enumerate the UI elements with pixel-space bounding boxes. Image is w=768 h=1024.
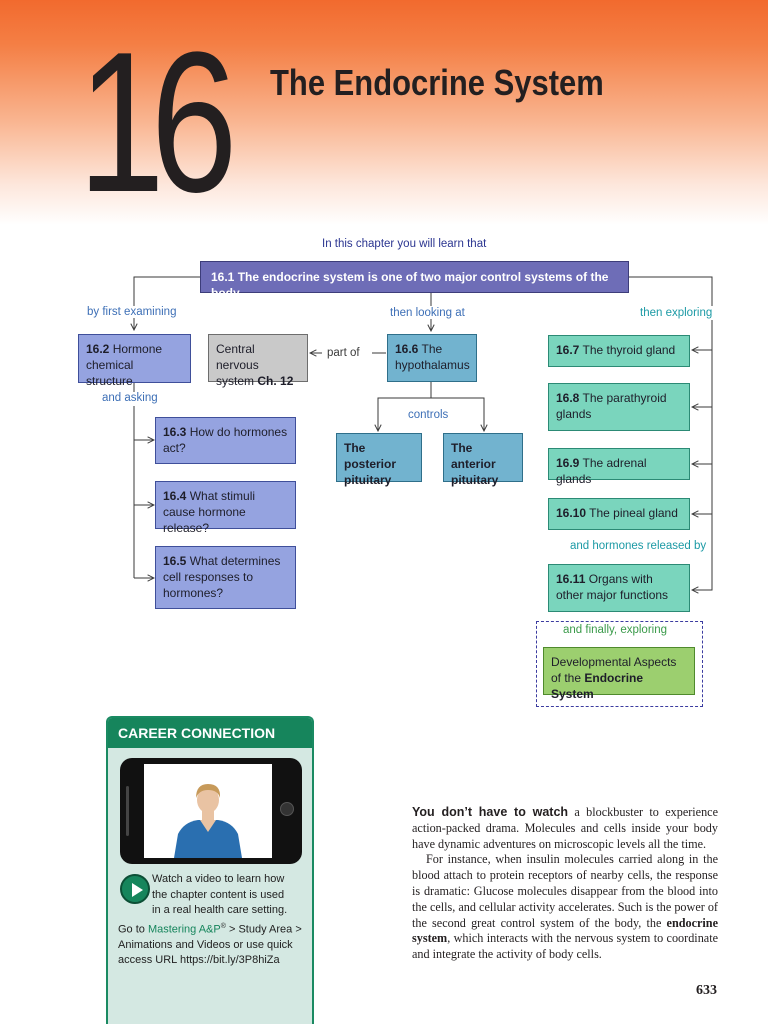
label-hormones-released-by: and hormones released by bbox=[570, 540, 707, 552]
gland-text: The pineal gland bbox=[589, 506, 678, 520]
question-box-16-3: 16.3 How do hormones act? bbox=[155, 417, 296, 464]
organs-box: 16.11 Organs with other major functions bbox=[548, 564, 690, 612]
gland-num: 16.8 bbox=[556, 391, 580, 405]
map-intro-label: In this chapter you will learn that bbox=[322, 238, 487, 250]
root-concept-box: 16.1 The endocrine system is one of two … bbox=[200, 261, 629, 300]
label-by-first-examining: by first examining bbox=[87, 306, 177, 318]
hormone-structure-text: Hormone chemical structure bbox=[86, 342, 163, 388]
gland-num: 16.7 bbox=[556, 343, 580, 357]
career-path-text: > Study Area > Animations and Videos or … bbox=[118, 923, 302, 967]
anterior-pituitary-box: The anterior pituitary bbox=[443, 433, 523, 487]
question-text: What stimuli cause hormone release? bbox=[163, 489, 256, 535]
question-num: 16.4 bbox=[163, 489, 187, 503]
career-connection-panel: CAREER CONNECTION Watch a video to learn… bbox=[106, 716, 314, 1024]
label-controls: controls bbox=[406, 408, 451, 422]
hypothalamus-num: 16.6 bbox=[395, 342, 419, 356]
career-line-1: Watch a video to learn how bbox=[152, 873, 285, 885]
cns-text: Central nervous system bbox=[216, 342, 259, 388]
question-num: 16.3 bbox=[163, 425, 187, 439]
connector-root-left bbox=[133, 276, 200, 306]
intro-paragraph-1: You don’t have to watch a blockbuster to… bbox=[412, 805, 718, 852]
gland-box-adrenal: 16.9 The adrenal glands bbox=[548, 448, 690, 486]
gland-text: The adrenal glands bbox=[556, 456, 647, 486]
intro-p2-start: For instance, when insulin molecules car… bbox=[412, 852, 718, 930]
hormone-structure-box: 16.2 Hormone chemical structure bbox=[78, 334, 191, 388]
connector-root-right bbox=[629, 276, 713, 306]
phone-side-button bbox=[126, 786, 129, 836]
gland-box-thyroid: 16.7 The thyroid gland bbox=[548, 335, 690, 367]
play-icon[interactable] bbox=[120, 874, 150, 904]
nurse-figure bbox=[144, 764, 272, 858]
label-then-exploring: then exploring bbox=[640, 307, 713, 319]
gland-box-pineal: 16.10 The pineal gland bbox=[548, 498, 690, 530]
developmental-text: Developmental Aspects of the bbox=[551, 655, 677, 685]
label-finally-exploring: and finally, exploring bbox=[563, 624, 667, 636]
intro-lead: You don’t have to watch bbox=[412, 805, 569, 819]
career-go-to: Go to bbox=[118, 923, 145, 936]
page-number: 633 bbox=[696, 983, 717, 998]
gland-text: The thyroid gland bbox=[582, 343, 676, 357]
video-screen bbox=[144, 764, 272, 858]
gland-num: 16.9 bbox=[556, 456, 580, 470]
intro-p1-rest: a blockbuster to experience action-packe… bbox=[412, 805, 718, 851]
question-text: What determines cell responses to hormon… bbox=[163, 554, 281, 600]
intro-p2-bold: endocrine system bbox=[412, 915, 718, 946]
label-and-asking: and asking bbox=[102, 392, 158, 404]
hypothalamus-box: 16.6 The hypothalamus bbox=[387, 334, 477, 382]
chapter-intro-text: You don’t have to watch a blockbuster to… bbox=[412, 805, 718, 963]
career-line-2: the chapter content is used bbox=[152, 888, 285, 901]
question-box-16-5: 16.5 What determines cell responses to h… bbox=[155, 546, 296, 609]
developmental-box: Developmental Aspects of the Endocrine S… bbox=[543, 647, 695, 701]
mastering-ap-link[interactable]: Mastering A&P bbox=[147, 923, 221, 936]
career-connection-header: CAREER CONNECTION bbox=[108, 718, 312, 748]
chapter-header-band bbox=[0, 0, 768, 225]
phone-home-button bbox=[280, 802, 294, 816]
posterior-pituitary-box: The posterior pituitary bbox=[336, 433, 422, 487]
root-num: 16.1 bbox=[211, 270, 235, 284]
career-line-3: in a real health care setting. bbox=[152, 904, 288, 916]
question-text: How do hormones act? bbox=[163, 425, 288, 455]
chapter-number: 16 bbox=[78, 11, 238, 234]
gland-num: 16.10 bbox=[556, 506, 587, 520]
question-box-16-4: 16.4 What stimuli cause hormone release? bbox=[155, 481, 296, 535]
career-description: Watch a video to learn how the chapter c… bbox=[118, 872, 310, 969]
intro-p2-end: , which interacts with the nervous syste… bbox=[412, 931, 718, 962]
cns-chapter-ref: Ch. 12 bbox=[257, 374, 294, 388]
question-num: 16.5 bbox=[163, 554, 187, 568]
hypothalamus-text: The hypothalamus bbox=[395, 342, 470, 372]
developmental-bold: Endocrine System bbox=[551, 671, 644, 701]
organs-text: Organs with other major functions bbox=[556, 572, 669, 602]
gland-text: The parathyroid glands bbox=[556, 391, 667, 421]
hormone-structure-num: 16.2 bbox=[86, 342, 110, 356]
organs-num: 16.11 bbox=[556, 572, 586, 586]
developmental-dashed-frame bbox=[536, 621, 703, 707]
label-then-looking-at: then looking at bbox=[390, 307, 465, 319]
registered-mark: ® bbox=[220, 922, 226, 930]
chapter-title: The Endocrine System bbox=[270, 62, 604, 103]
intro-paragraph-2: For instance, when insulin molecules car… bbox=[412, 852, 718, 963]
cns-box: Central nervous system Ch. 12 bbox=[208, 334, 308, 388]
root-text: The endocrine system is one of two major… bbox=[211, 270, 609, 300]
gland-box-parathyroid: 16.8 The parathyroid glands bbox=[548, 383, 690, 431]
phone-video-thumbnail[interactable] bbox=[120, 758, 302, 864]
label-part-of: part of bbox=[325, 346, 362, 360]
